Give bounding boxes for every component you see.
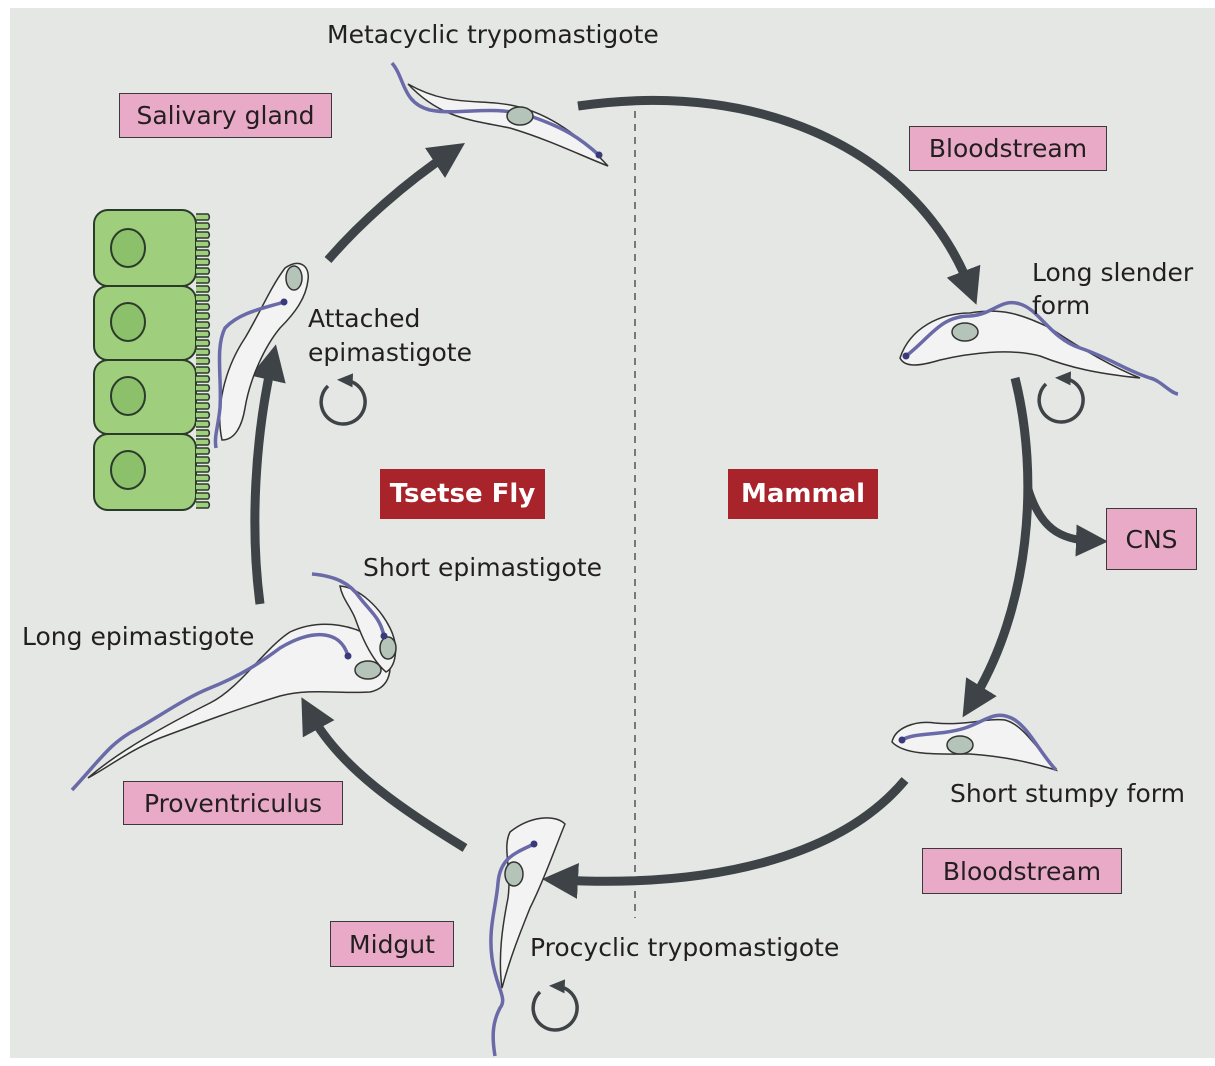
location-proventriculus: Proventriculus [123,781,343,825]
stage-label-procyclic-trypomastigote: Procyclic trypomastigote [530,933,840,962]
epithelial-cell [93,433,197,511]
arrow-long-epimastigote-to-attached [250,344,286,605]
location-bloodstream-top: Bloodstream [909,126,1107,171]
arrow-attached-to-metacyclic [324,143,465,263]
proliferation-icon-long-slender [1037,371,1085,424]
stage-label-short-epimastigote: Short epimastigote [363,553,603,582]
long-epimastigote-cell [70,623,391,792]
stage-label-attached-line2: epimastigote [308,338,472,367]
host-label-tsetse-fly: Tsetse Fly [380,469,545,519]
short-epimastigote-cell [311,572,397,673]
stage-label-long-slender-line1: Long slender [1032,258,1194,287]
location-cns: CNS [1106,508,1197,570]
attached-epimastigote-cell [213,262,309,449]
microvilli [196,213,211,509]
metacyclic-trypomastigote-cell [390,61,609,167]
host-label-mammal: Mammal [728,469,878,519]
stage-label-attached-line1: Attached [308,304,421,333]
proliferation-icon-attached [319,373,367,426]
microvilli-comb [196,213,211,509]
stage-label-long-slender-line2: form [1032,291,1091,320]
epithelial-cell [93,285,197,361]
diagram-graphics [70,61,1179,1057]
epithelial-cell [93,359,197,435]
stage-label-short-stumpy-form: Short stumpy form [950,779,1185,808]
stage-label-metacyclic-trypomastigote: Metacyclic trypomastigote [327,20,659,49]
procyclic-trypomastigote-cell [489,817,566,1057]
long-slender-form-cell [899,300,1179,396]
life-cycle-diagram: Salivary gland Bloodstream CNS Bloodstre… [10,8,1215,1058]
short-stumpy-form-cell [891,713,1059,772]
location-midgut: Midgut [330,921,454,967]
epithelial-cell [93,209,197,287]
proliferation-icon-procyclic [531,979,579,1032]
location-bloodstream-bottom: Bloodstream [922,848,1122,894]
location-salivary-gland: Salivary gland [119,93,332,138]
stage-label-long-epimastigote: Long epimastigote [22,622,255,651]
arrow-to-cns [1024,486,1108,557]
arrow-procyclic-to-long-epimastigote [301,697,468,852]
arrow-long-slender-to-short-stumpy [962,376,1033,718]
salivary-gland-epithelium [93,209,211,511]
arrow-short-stumpy-to-procyclic [542,777,909,899]
arrow-metacyclic-to-long-slender [577,95,981,305]
